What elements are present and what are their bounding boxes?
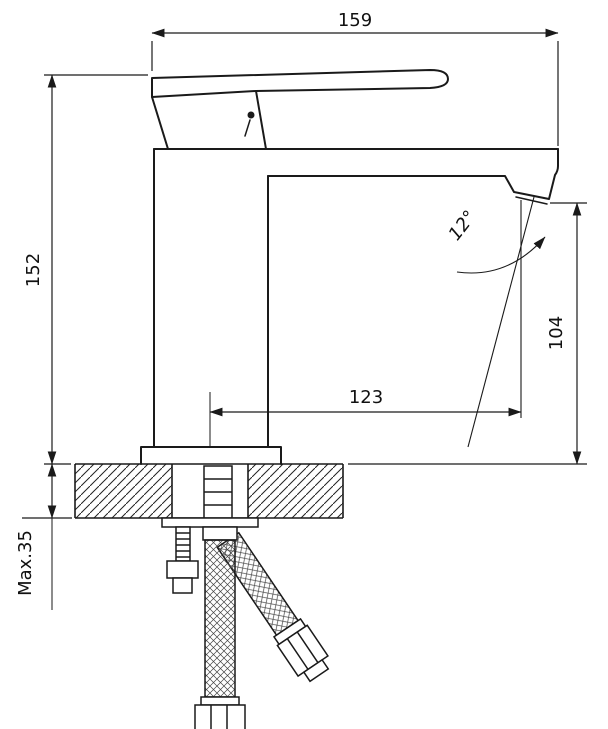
stud-thread-lines bbox=[176, 532, 190, 558]
dimension-max35 bbox=[22, 463, 72, 610]
angle-arc bbox=[456, 236, 546, 274]
faucet-outline bbox=[140, 69, 559, 465]
label-width-159: 159 bbox=[338, 10, 372, 31]
lever-pivot-dot bbox=[247, 111, 255, 119]
flex-hose-vertical-hex-nut bbox=[194, 704, 246, 729]
spray-stream-line bbox=[467, 196, 535, 448]
shank-rod-segments bbox=[204, 478, 232, 506]
aerator-face-line bbox=[515, 196, 548, 205]
dimension-104 bbox=[348, 202, 587, 465]
dimension-152 bbox=[44, 74, 148, 465]
label-spray-angle-12deg: 12° bbox=[445, 207, 481, 245]
countertop-hatch-right bbox=[248, 464, 343, 518]
hex-facet-lines-angled bbox=[286, 631, 319, 670]
lever-handle bbox=[151, 69, 449, 98]
spout-outlet bbox=[267, 148, 559, 200]
spray-angle-annotation bbox=[456, 196, 546, 448]
stud-nut bbox=[166, 560, 199, 579]
label-spout-reach-123: 123 bbox=[349, 387, 383, 408]
flex-hose-angled bbox=[216, 531, 330, 683]
dimension-123 bbox=[209, 392, 522, 447]
stud-nut-tail bbox=[172, 577, 193, 594]
base-flange bbox=[140, 446, 282, 465]
flex-hose-vertical-braid bbox=[204, 539, 236, 698]
flex-hose-vertical bbox=[194, 526, 246, 729]
dimension-159 bbox=[151, 28, 559, 146]
mounting-stud bbox=[175, 526, 191, 562]
flex-hose-vertical-fitting bbox=[202, 526, 238, 541]
body-back-slant bbox=[151, 96, 169, 150]
flex-hose-angled-tip bbox=[302, 658, 330, 683]
label-spout-height-104: 104 bbox=[546, 316, 567, 350]
countertop-section bbox=[74, 463, 344, 519]
mounting-hardware bbox=[161, 465, 330, 729]
body-front-slant bbox=[255, 90, 267, 150]
flex-hose-vertical-collar bbox=[200, 696, 240, 706]
label-max-thickness-35: Max.35 bbox=[15, 530, 36, 596]
hex-facet-lines-vertical bbox=[210, 705, 228, 729]
lever-pivot-pin bbox=[244, 119, 251, 137]
countertop-hatch-left bbox=[75, 464, 172, 518]
mounting-washer bbox=[161, 517, 259, 528]
label-height-152: 152 bbox=[23, 253, 44, 287]
